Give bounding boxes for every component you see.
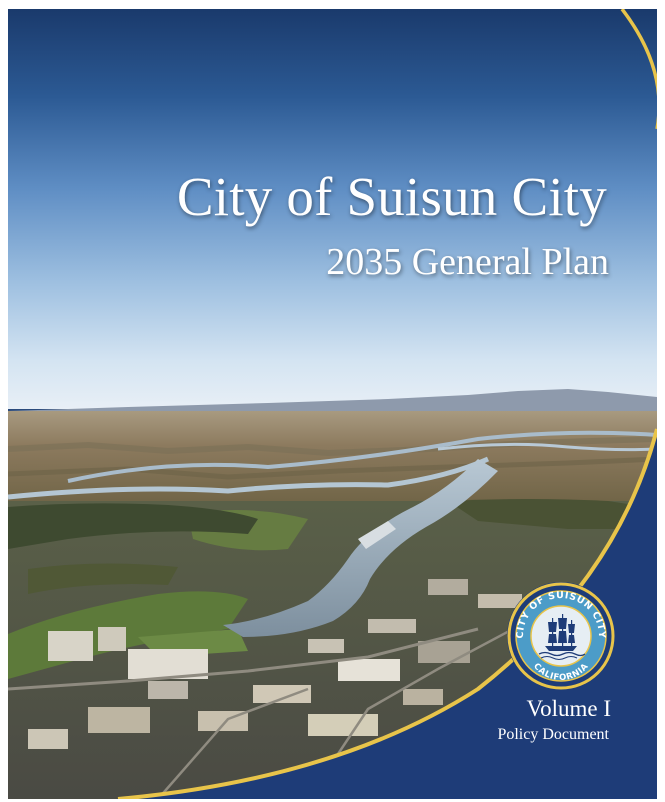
- navy-swoosh-panel: [117, 9, 657, 799]
- document-title: City of Suisun City: [176, 166, 607, 227]
- volume-label: Volume I: [526, 696, 611, 721]
- sky-background: [8, 9, 657, 409]
- plan-subtitle: 2035 General Plan: [326, 241, 609, 283]
- document-type-label: Policy Document: [497, 726, 609, 743]
- ship-icon: [538, 614, 586, 661]
- city-seal-icon: CITY OF SUISUN CITY CALIFORNIA: [507, 582, 615, 690]
- cover-page: City of Suisun City 2035 General Plan CI…: [8, 9, 657, 799]
